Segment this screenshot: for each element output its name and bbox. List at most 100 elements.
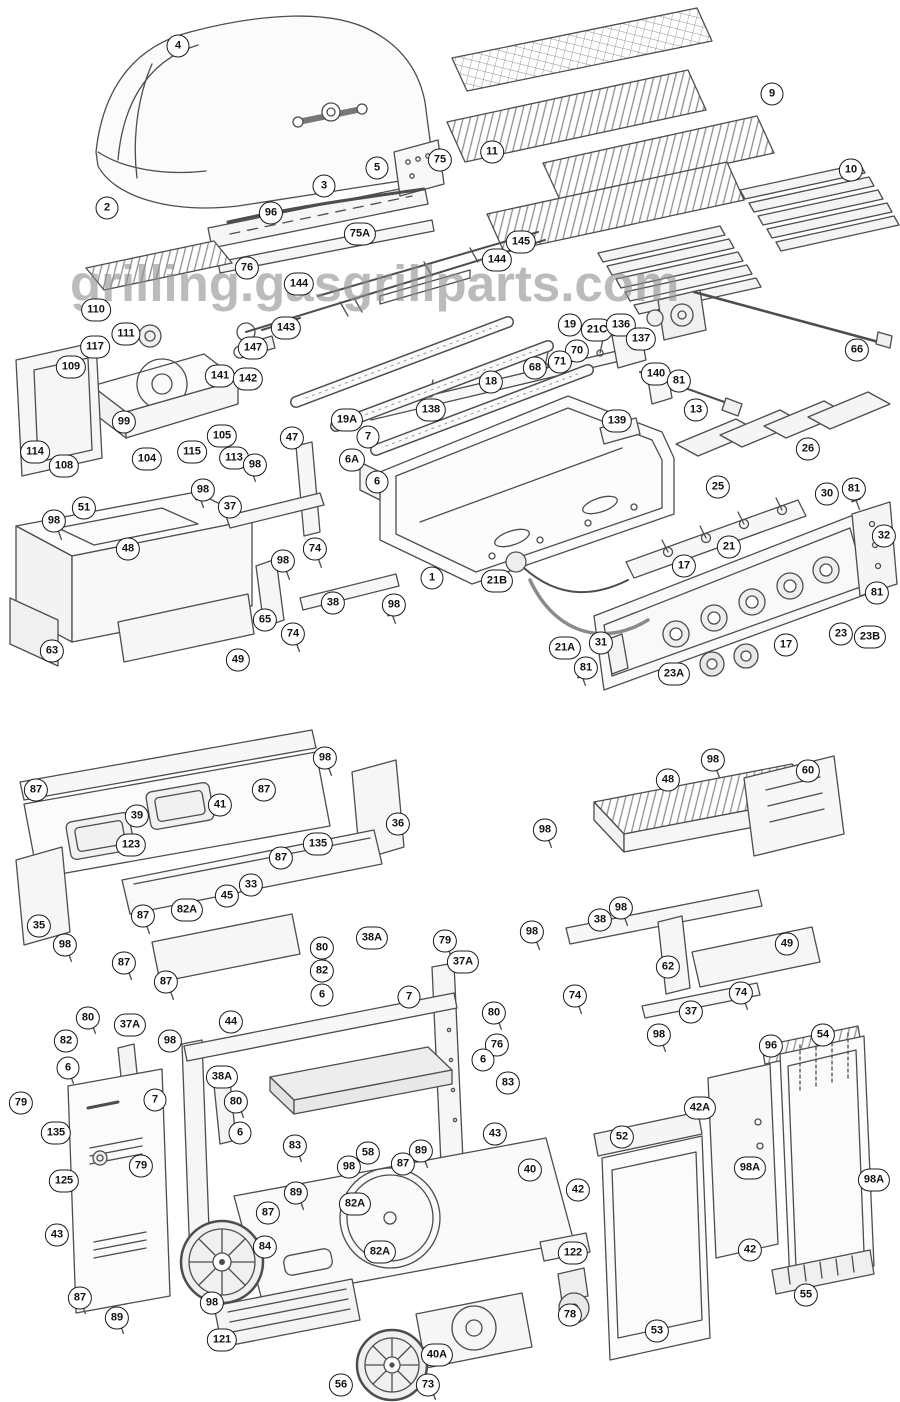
callout-25: 25 xyxy=(705,475,731,499)
callout-6: 6 xyxy=(310,983,334,1007)
callout-80: 80 xyxy=(481,1001,507,1025)
callout-98: 98 xyxy=(242,453,268,477)
callout-98: 98 xyxy=(700,748,726,772)
callout-31: 31 xyxy=(588,631,614,655)
manifold-drawing xyxy=(505,497,898,691)
callout-13: 13 xyxy=(683,398,709,422)
callout-43: 43 xyxy=(482,1122,508,1146)
callout-2: 2 xyxy=(95,196,119,220)
callout-39: 39 xyxy=(124,804,150,828)
callout-81: 81 xyxy=(666,369,692,393)
callout-23A: 23A xyxy=(657,662,691,686)
callout-135: 135 xyxy=(302,832,334,856)
callout-74: 74 xyxy=(562,984,588,1008)
callout-89: 89 xyxy=(408,1139,434,1163)
callout-19: 19 xyxy=(557,313,583,337)
callout-123: 123 xyxy=(115,833,147,857)
callout-19A: 19A xyxy=(330,408,364,432)
callout-80: 80 xyxy=(223,1090,249,1114)
callout-63: 63 xyxy=(39,639,65,663)
callout-79: 79 xyxy=(128,1154,154,1178)
callout-80: 80 xyxy=(75,1006,101,1030)
callout-98: 98 xyxy=(532,818,558,842)
callout-75: 75 xyxy=(427,148,453,172)
callout-87: 87 xyxy=(153,970,179,994)
callout-21A: 21A xyxy=(548,636,582,660)
callout-58: 58 xyxy=(355,1141,381,1165)
callout-111: 111 xyxy=(111,322,141,346)
warming-rack-drawing xyxy=(451,7,713,92)
callout-82A: 82A xyxy=(363,1240,397,1264)
callout-98: 98 xyxy=(52,933,78,957)
cart-frame-drawing xyxy=(67,962,591,1369)
callout-54: 54 xyxy=(810,1023,836,1047)
callout-122: 122 xyxy=(557,1241,589,1265)
callout-76: 76 xyxy=(234,256,260,280)
callout-42A: 42A xyxy=(683,1096,717,1120)
callout-98: 98 xyxy=(608,896,634,920)
callout-125: 125 xyxy=(48,1169,80,1193)
callout-21C: 21C xyxy=(580,318,614,342)
callout-23B: 23B xyxy=(853,625,887,649)
callout-71: 71 xyxy=(547,350,573,374)
callout-84: 84 xyxy=(252,1235,278,1259)
callout-6: 6 xyxy=(471,1048,495,1072)
callout-98: 98 xyxy=(199,1291,225,1315)
callout-7: 7 xyxy=(397,985,421,1009)
callout-17: 17 xyxy=(773,633,799,657)
callout-55: 55 xyxy=(793,1283,819,1307)
callout-43: 43 xyxy=(44,1223,70,1247)
callout-49: 49 xyxy=(774,932,800,956)
callout-47: 47 xyxy=(279,426,305,450)
firebox-drawing xyxy=(359,395,675,585)
callout-40A: 40A xyxy=(420,1343,454,1367)
callout-80: 80 xyxy=(309,936,335,960)
callout-21B: 21B xyxy=(480,569,514,593)
callout-144: 144 xyxy=(481,248,513,272)
callout-81: 81 xyxy=(573,656,599,680)
callout-147: 147 xyxy=(237,336,269,360)
callout-115: 115 xyxy=(177,440,207,464)
callout-105: 105 xyxy=(206,424,238,448)
callout-23: 23 xyxy=(828,622,854,646)
callout-10: 10 xyxy=(838,158,864,182)
callout-79: 79 xyxy=(8,1091,34,1115)
callout-42: 42 xyxy=(565,1178,591,1202)
callout-145: 145 xyxy=(505,230,537,254)
callout-87: 87 xyxy=(67,1286,93,1310)
callout-139: 139 xyxy=(601,409,633,433)
wheels-drawing xyxy=(179,1219,590,1402)
callout-1: 1 xyxy=(420,566,444,590)
callout-36: 36 xyxy=(385,812,411,836)
callout-7: 7 xyxy=(356,425,380,449)
callout-68: 68 xyxy=(522,356,548,380)
callout-18: 18 xyxy=(478,370,504,394)
callout-98: 98 xyxy=(270,549,296,573)
right-doors-drawing xyxy=(593,1025,875,1361)
callout-144: 144 xyxy=(283,272,315,296)
left-shelf-drawing xyxy=(9,441,400,667)
callout-87: 87 xyxy=(390,1152,416,1176)
hood-drawing xyxy=(95,15,445,274)
callout-33: 33 xyxy=(238,873,264,897)
callout-81: 81 xyxy=(864,581,890,605)
callout-98A: 98A xyxy=(857,1168,891,1192)
callout-37: 37 xyxy=(217,495,243,519)
callout-60: 60 xyxy=(795,759,821,783)
callout-98: 98 xyxy=(646,1023,672,1047)
callout-109: 109 xyxy=(55,355,87,379)
callout-6: 6 xyxy=(365,470,389,494)
callout-6A: 6A xyxy=(338,448,366,472)
callout-98A: 98A xyxy=(733,1156,767,1180)
right-shelf-drawing xyxy=(565,755,845,1019)
callout-110: 110 xyxy=(81,298,111,322)
callout-135: 135 xyxy=(40,1121,72,1145)
callout-104: 104 xyxy=(131,447,163,471)
callout-89: 89 xyxy=(104,1306,130,1330)
callout-35: 35 xyxy=(26,914,52,938)
callout-87: 87 xyxy=(255,1201,281,1225)
callout-65: 65 xyxy=(252,608,278,632)
callout-38: 38 xyxy=(320,591,346,615)
callout-26: 26 xyxy=(795,437,821,461)
